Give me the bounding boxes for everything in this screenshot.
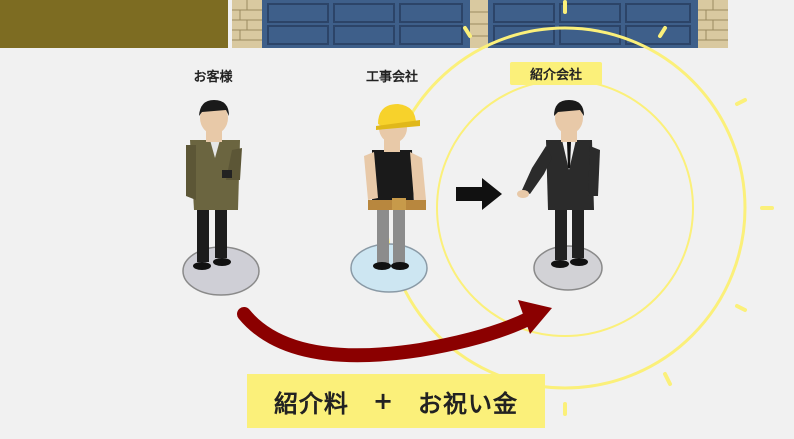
customer-figure [186, 100, 242, 270]
brick-pillar-right [698, 0, 728, 48]
black-arrow-icon [456, 178, 502, 210]
red-curved-arrow-icon [237, 300, 552, 363]
celebration-money-text: お祝い金 [418, 389, 519, 418]
reward-banner: 紹介料 + お祝い金 [247, 374, 545, 428]
contractor-label: 工事会社 [365, 70, 418, 85]
customer-label: お客様 [193, 70, 233, 85]
agency-label: 紹介会社 [510, 62, 602, 85]
olive-wall [0, 0, 228, 48]
spotlight-rays [463, 0, 774, 416]
garage-door-right [488, 0, 698, 48]
brick-pillar-middle [470, 0, 488, 48]
plus-sign: + [372, 387, 395, 415]
agency-figure [517, 100, 600, 268]
garage-door-left [262, 0, 470, 48]
referral-fee-text: 紹介料 [273, 389, 349, 418]
agency-floor-disc [533, 245, 603, 291]
brick-pillar-left [232, 0, 262, 48]
contractor-figure [364, 104, 426, 270]
